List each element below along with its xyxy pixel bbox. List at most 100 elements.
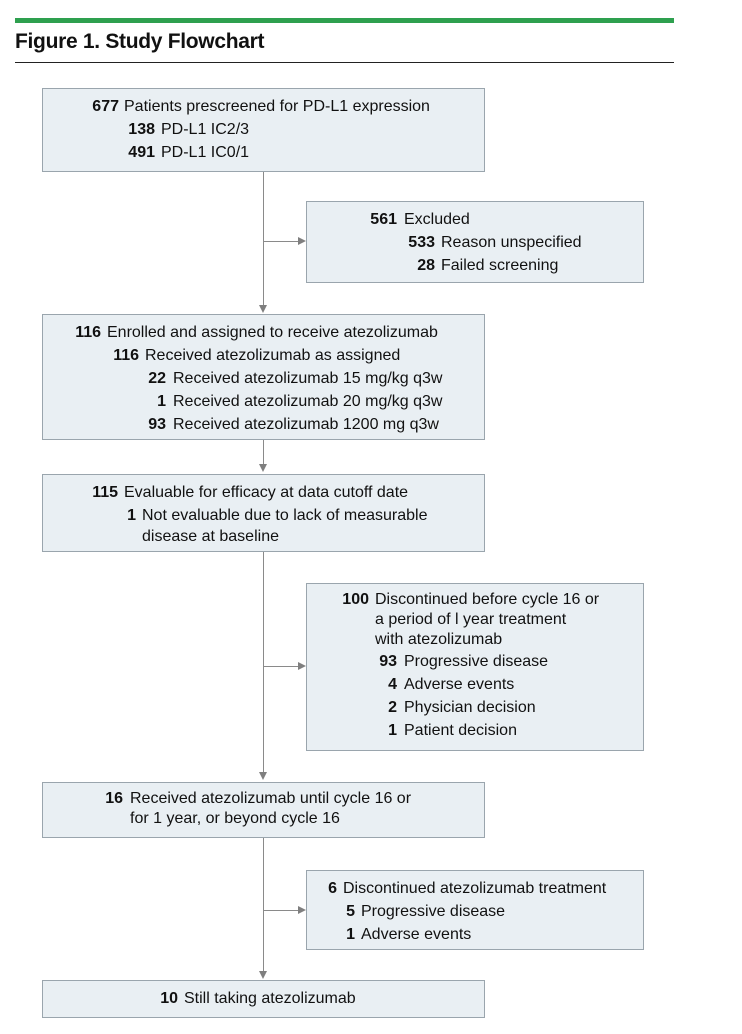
count: 10 [160, 990, 178, 1007]
label: Failed screening [441, 257, 559, 274]
excluded-row: 561 Excluded [307, 208, 643, 231]
discontinued-tx-row: 5 Progressive disease [307, 900, 643, 923]
count: 93 [148, 416, 166, 433]
enrolled-row: 93 Received atezolizumab 1200 mg q3w [43, 413, 484, 436]
discontinued-row: 2 Physician decision [307, 696, 643, 719]
count: 533 [408, 234, 435, 251]
arrowhead-down [259, 772, 267, 780]
box-cycle16: 16 Received atezolizumab until cycle 16 … [42, 782, 485, 838]
label: Received atezolizumab 20 mg/kg q3w [173, 393, 443, 410]
title-rule [15, 62, 674, 63]
count: 93 [379, 653, 397, 670]
count: 22 [148, 370, 166, 387]
count: 5 [346, 903, 355, 920]
accent-bar [15, 18, 674, 23]
arrowhead-right [298, 906, 306, 914]
label: Excluded [404, 211, 470, 228]
label: Adverse events [361, 926, 472, 943]
evaluable-row: 115 Evaluable for efficacy at data cutof… [43, 481, 484, 504]
prescreen-row: 138 PD-L1 IC2/3 [43, 118, 484, 141]
label: Not evaluable due to lack of measurable [142, 507, 428, 524]
evaluable-row: 1 Not evaluable due to lack of measurabl… [43, 504, 484, 527]
label: PD-L1 IC0/1 [161, 144, 250, 161]
excluded-row: 533 Reason unspecified [307, 231, 643, 254]
label: Received atezolizumab 1200 mg q3w [173, 416, 439, 433]
count: 677 [92, 98, 119, 115]
arrowhead-down [259, 971, 267, 979]
cycle16-row: 16 Received atezolizumab until cycle 16 … [43, 789, 484, 809]
arrowhead-down [259, 464, 267, 472]
count: 28 [417, 257, 435, 274]
label: Evaluable for efficacy at data cutoff da… [124, 484, 409, 501]
discontinued-tx-row: 1 Adverse events [307, 923, 643, 946]
evaluable-row-continued: disease at baseline [43, 527, 484, 547]
discontinued-row: 93 Progressive disease [307, 650, 643, 673]
count: 16 [105, 790, 123, 807]
count: 100 [342, 591, 369, 608]
label: Progressive disease [361, 903, 506, 920]
count: 6 [328, 880, 337, 897]
count: 1 [346, 926, 355, 943]
count: 2 [388, 699, 397, 716]
connector-branch-excluded [263, 241, 299, 242]
count: 561 [370, 211, 397, 228]
label: Progressive disease [404, 653, 549, 670]
enrolled-row: 116 Enrolled and assigned to receive ate… [43, 321, 484, 344]
discontinued-row: 100 Discontinued before cycle 16 or [307, 590, 643, 610]
discontinued-row-continued: with atezolizumab [307, 630, 643, 650]
label: Enrolled and assigned to receive atezoli… [107, 324, 438, 341]
count: 1 [388, 722, 397, 739]
label: Patient decision [404, 722, 517, 739]
label: Reason unspecified [441, 234, 582, 251]
connector-branch-discontinued-tx [263, 910, 299, 911]
enrolled-row: 22 Received atezolizumab 15 mg/kg q3w [43, 367, 484, 390]
prescreen-row: 491 PD-L1 IC0/1 [43, 141, 484, 164]
box-discontinued-treatment: 6 Discontinued atezolizumab treatment 5 … [306, 870, 644, 950]
box-enrolled: 116 Enrolled and assigned to receive ate… [42, 314, 485, 440]
arrowhead-down [259, 305, 267, 313]
label-continued: for 1 year, or beyond cycle 16 [130, 810, 340, 827]
count: 138 [128, 121, 155, 138]
label: Adverse events [404, 676, 515, 693]
still-row: 10 Still taking atezolizumab [43, 987, 484, 1010]
label: Still taking atezolizumab [184, 990, 356, 1007]
count: 115 [92, 484, 118, 501]
discontinued-row: 4 Adverse events [307, 673, 643, 696]
label: Physician decision [404, 699, 536, 716]
box-discontinued: 100 Discontinued before cycle 16 or a pe… [306, 583, 644, 751]
connector-main-2 [263, 440, 264, 465]
discontinued-tx-row: 6 Discontinued atezolizumab treatment [307, 877, 643, 900]
arrowhead-right [298, 662, 306, 670]
discontinued-row-continued: a period of l year treatment [307, 610, 643, 630]
enrolled-row: 1 Received atezolizumab 20 mg/kg q3w [43, 390, 484, 413]
count: 4 [388, 676, 397, 693]
count: 1 [157, 393, 166, 410]
box-prescreened: 677 Patients prescreened for PD-L1 expre… [42, 88, 485, 172]
figure-title: Figure 1. Study Flowchart [15, 30, 265, 53]
label-continued: disease at baseline [142, 528, 279, 545]
count: 116 [75, 324, 101, 341]
label: Received atezolizumab 15 mg/kg q3w [173, 370, 443, 387]
enrolled-row: 116 Received atezolizumab as assigned [43, 344, 484, 367]
prescreen-row: 677 Patients prescreened for PD-L1 expre… [43, 95, 484, 118]
box-excluded: 561 Excluded 533 Reason unspecified 28 F… [306, 201, 644, 283]
excluded-row: 28 Failed screening [307, 254, 643, 277]
connector-branch-discontinued [263, 666, 299, 667]
cycle16-row-continued: for 1 year, or beyond cycle 16 [43, 809, 484, 829]
box-still-taking: 10 Still taking atezolizumab [42, 980, 485, 1018]
connector-main-4 [263, 838, 264, 972]
label-continued: with atezolizumab [375, 631, 503, 648]
label: Received atezolizumab as assigned [145, 347, 401, 364]
connector-main-1 [263, 172, 264, 306]
label: Discontinued atezolizumab treatment [343, 880, 607, 897]
label: Discontinued before cycle 16 or [375, 591, 600, 608]
label: Received atezolizumab until cycle 16 or [130, 790, 412, 807]
arrowhead-right [298, 237, 306, 245]
discontinued-row: 1 Patient decision [307, 719, 643, 742]
label: Patients prescreened for PD-L1 expressio… [124, 98, 430, 115]
count: 491 [128, 144, 155, 161]
count: 116 [113, 347, 139, 364]
label-continued: a period of l year treatment [375, 611, 567, 628]
connector-main-3 [263, 552, 264, 773]
box-evaluable: 115 Evaluable for efficacy at data cutof… [42, 474, 485, 552]
